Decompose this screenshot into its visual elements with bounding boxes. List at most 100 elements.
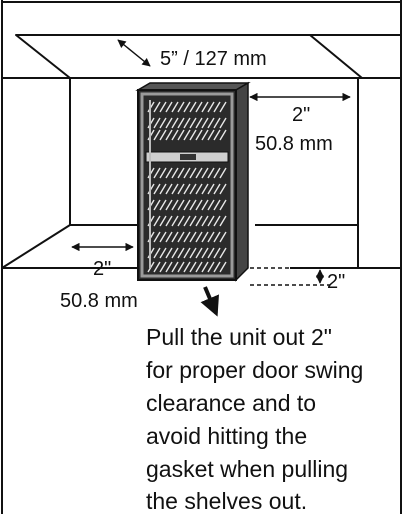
bottle-stroke: [213, 129, 221, 141]
instruction-line: for proper door swing: [146, 357, 363, 383]
left-cabinet: [1, 77, 71, 269]
bottle-stroke: [153, 215, 161, 227]
bottle-stroke: [195, 261, 203, 273]
bottle-stroke: [213, 199, 221, 211]
bottle-stroke: [171, 199, 179, 211]
bottle-stroke: [201, 231, 209, 243]
bottle-stroke: [219, 167, 227, 179]
bottle-stroke: [195, 215, 203, 227]
bottle-stroke: [213, 261, 221, 273]
bottle-stroke: [201, 183, 209, 195]
bottle-stroke: [183, 199, 191, 211]
bottle-stroke: [201, 247, 209, 259]
bottle-stroke: [177, 167, 185, 179]
front-offset-label: 2": [327, 271, 345, 293]
bottle-stroke: [159, 199, 167, 211]
bottle-shelves: [147, 101, 227, 273]
bottle-stroke: [219, 101, 227, 113]
bottle-stroke: [219, 117, 227, 129]
bottle-stroke: [165, 215, 173, 227]
bottle-stroke: [207, 231, 215, 243]
bottle-stroke: [171, 129, 179, 141]
bottle-stroke: [207, 101, 215, 113]
bottle-stroke: [165, 199, 173, 211]
bottle-stroke: [165, 261, 173, 273]
bottle-stroke: [153, 231, 161, 243]
bottle-stroke: [207, 183, 215, 195]
bottle-stroke: [207, 117, 215, 129]
bottle-stroke: [207, 215, 215, 227]
bottle-stroke: [153, 167, 161, 179]
bottle-stroke: [165, 117, 173, 129]
bottle-stroke: [207, 167, 215, 179]
bottle-stroke: [189, 101, 197, 113]
bottle-stroke: [177, 199, 185, 211]
bottle-stroke: [177, 261, 185, 273]
bottle-stroke: [189, 215, 197, 227]
bottle-stroke: [153, 183, 161, 195]
top-clearance-label: 5” / 127 mm: [160, 48, 267, 70]
bottle-stroke: [171, 231, 179, 243]
right-clearance-inches: 2": [292, 104, 310, 126]
bottle-stroke: [195, 167, 203, 179]
bottle-stroke: [189, 231, 197, 243]
bottle-stroke: [171, 183, 179, 195]
bottle-stroke: [153, 247, 161, 259]
bottle-stroke: [219, 261, 227, 273]
bottle-stroke: [159, 261, 167, 273]
bottle-stroke: [165, 183, 173, 195]
bottle-stroke: [183, 261, 191, 273]
bottle-stroke: [219, 183, 227, 195]
bottle-stroke: [153, 117, 161, 129]
bottle-stroke: [171, 247, 179, 259]
instruction-line: Pull the unit out 2": [146, 324, 332, 350]
bottle-stroke: [201, 129, 209, 141]
bottle-stroke: [153, 199, 161, 211]
bottle-stroke: [183, 117, 191, 129]
bottle-stroke: [177, 215, 185, 227]
bottle-stroke: [159, 117, 167, 129]
bottle-stroke: [201, 215, 209, 227]
bottle-stroke: [213, 183, 221, 195]
bottle-stroke: [171, 261, 179, 273]
wine-cooler: [135, 81, 251, 282]
bottle-stroke: [183, 231, 191, 243]
bottle-stroke: [183, 183, 191, 195]
bottle-stroke: [153, 129, 161, 141]
bottle-stroke: [189, 129, 197, 141]
bottle-stroke: [207, 261, 215, 273]
bottle-stroke: [153, 261, 161, 273]
bottle-stroke: [213, 101, 221, 113]
instruction-line: gasket when pulling: [146, 456, 348, 482]
bottle-stroke: [213, 247, 221, 259]
bottle-stroke: [177, 231, 185, 243]
bottle-stroke: [189, 247, 197, 259]
bottle-stroke: [159, 215, 167, 227]
bottle-stroke: [195, 129, 203, 141]
bottle-stroke: [165, 101, 173, 113]
bottle-stroke: [189, 183, 197, 195]
bottle-stroke: [159, 101, 167, 113]
bottle-stroke: [159, 183, 167, 195]
bottle-stroke: [183, 215, 191, 227]
bottle-stroke: [219, 231, 227, 243]
bottle-stroke: [159, 167, 167, 179]
bottle-stroke: [153, 101, 161, 113]
bottle-stroke: [159, 129, 167, 141]
bottle-stroke: [189, 199, 197, 211]
bottle-stroke: [189, 167, 197, 179]
bottle-stroke: [201, 117, 209, 129]
bottle-stroke: [183, 129, 191, 141]
door-frame: [140, 92, 234, 278]
instruction-text: Pull the unit out 2" for proper door swi…: [146, 324, 363, 514]
bottle-stroke: [177, 183, 185, 195]
bottle-stroke: [171, 215, 179, 227]
bottle-stroke: [219, 199, 227, 211]
bottle-stroke: [171, 167, 179, 179]
bottle-stroke: [201, 261, 209, 273]
bottle-stroke: [201, 101, 209, 113]
bottle-stroke: [195, 247, 203, 259]
bottle-stroke: [159, 247, 167, 259]
bottle-stroke: [195, 117, 203, 129]
instruction-line: clearance and to: [146, 390, 316, 416]
